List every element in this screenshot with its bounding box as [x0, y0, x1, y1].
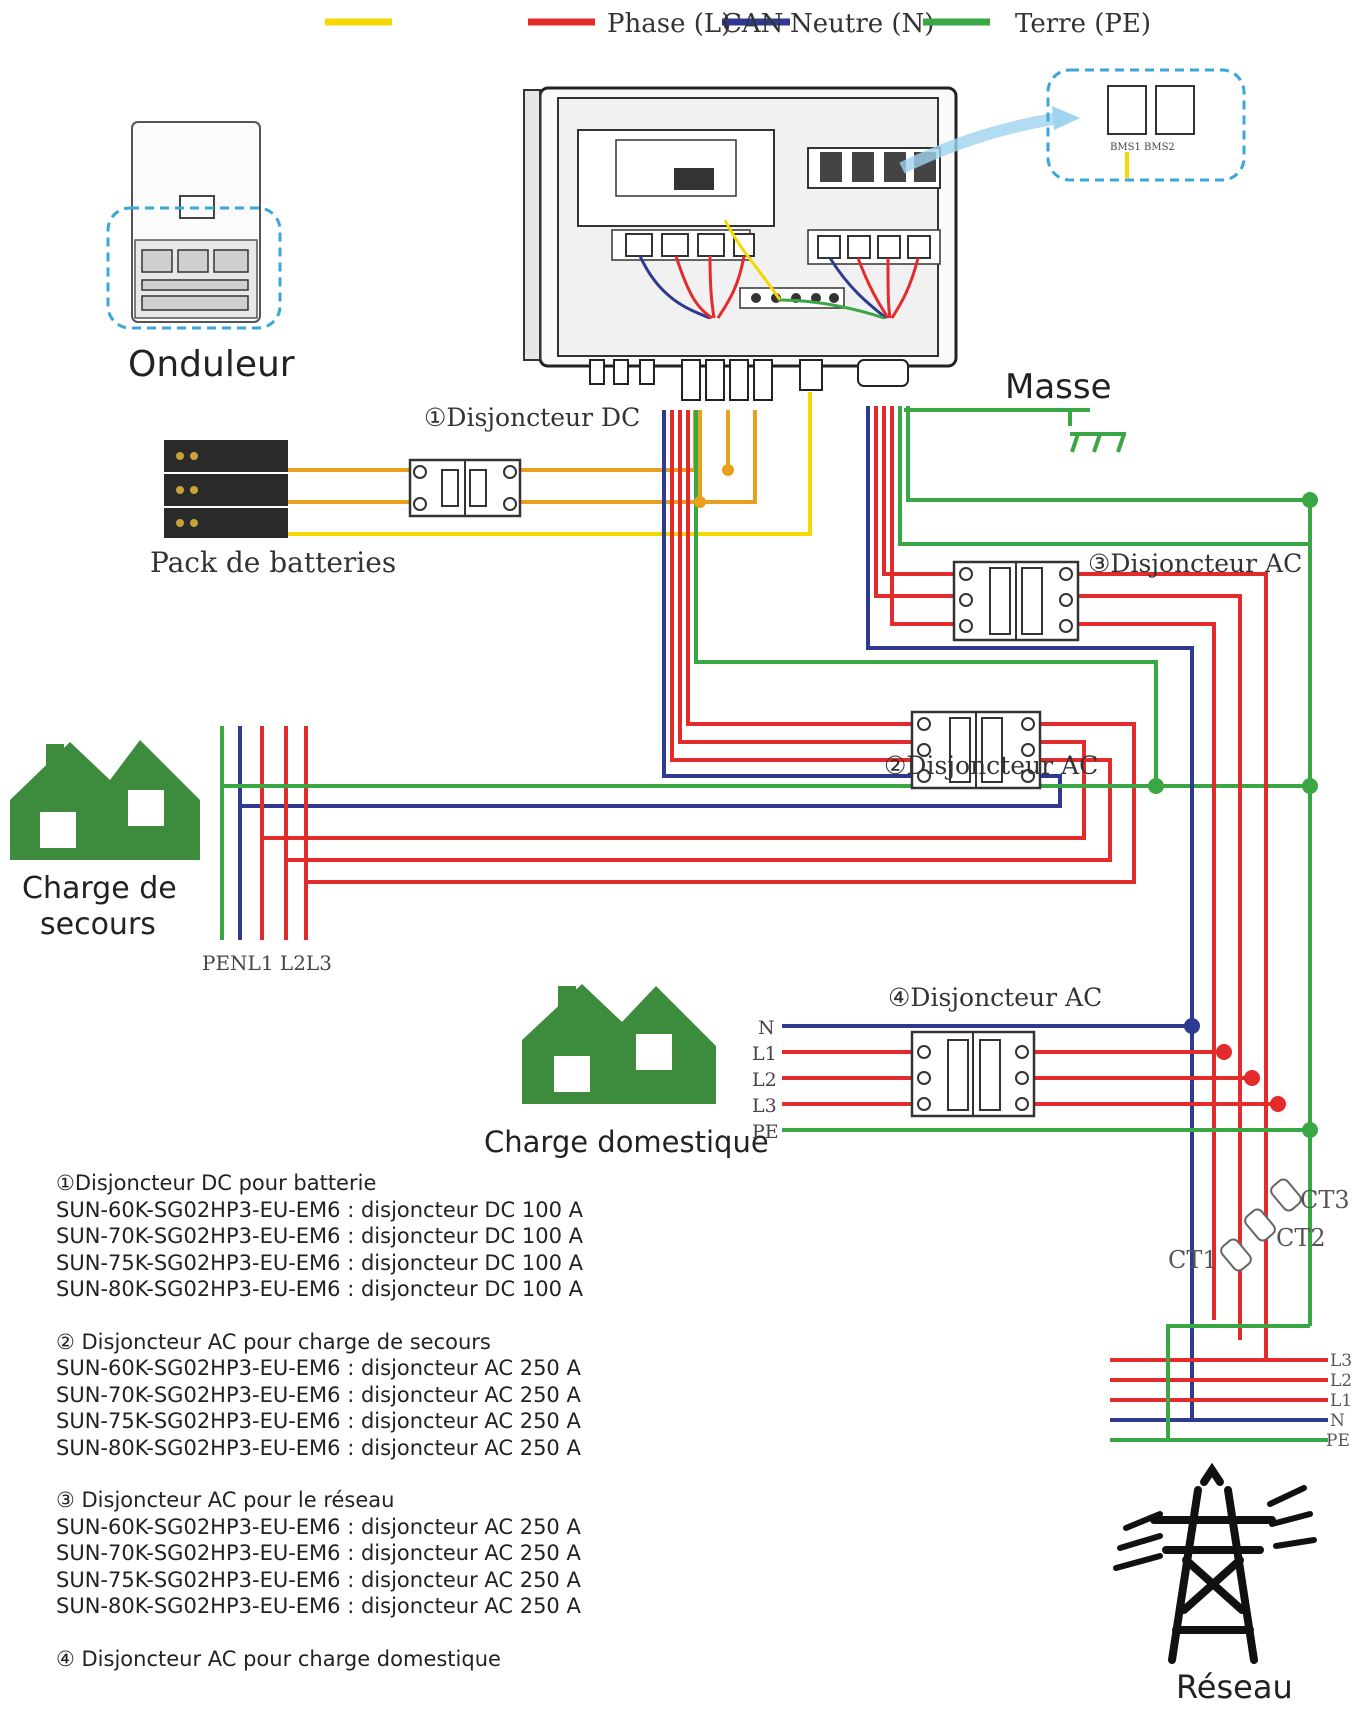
home-terminal-n: N [758, 1017, 775, 1039]
grid-terminal-pe: PE [1326, 1431, 1350, 1451]
ct1-label: CT1 [1168, 1246, 1218, 1274]
bms-ports: BMS1 BMS2 [899, 68, 1246, 182]
legend: Phase (L) CAN Neutre (N) Terre (PE) [325, 9, 1151, 39]
inverter-thumbnail: Onduleur [106, 121, 295, 385]
legend-label-can: CAN [722, 9, 783, 39]
note-line: SUN-70K-SG02HP3-EU-EM6 : disjoncteur AC … [56, 1541, 581, 1565]
ground: Masse [904, 367, 1126, 453]
breaker-ac-home: ④Disjoncteur AC [888, 983, 1102, 1118]
home-load-label: Charge domestique [484, 1125, 769, 1159]
breaker-ac-grid: ③Disjoncteur AC [952, 549, 1302, 642]
breaker-2-label: ②Disjoncteur AC [884, 751, 1098, 780]
home-terminal-l1: L1 [752, 1043, 777, 1065]
backup-load: Charge de secours PENL1 L2L3 [10, 740, 332, 975]
inverter-label: Onduleur [128, 344, 295, 385]
grid-terminal-l3: L3 [1330, 1351, 1352, 1371]
breaker-4-label: ④Disjoncteur AC [888, 983, 1102, 1012]
note-line: SUN-70K-SG02HP3-EU-EM6 : disjoncteur AC … [56, 1382, 581, 1407]
note-line: SUN-60K-SG02HP3-EU-EM6 : disjoncteur DC … [56, 1197, 584, 1222]
breaker-dc: ①Disjoncteur DC [408, 403, 640, 518]
house-icon [10, 740, 200, 860]
home-terminal-l3: L3 [752, 1095, 777, 1117]
note-title: ①Disjoncteur DC pour batterie [56, 1171, 377, 1195]
legend-label-phase: Phase (L) [607, 9, 731, 39]
breaker-3-label: ③Disjoncteur AC [1088, 549, 1302, 578]
note-line: SUN-75K-SG02HP3-EU-EM6 : disjoncteur DC … [56, 1250, 584, 1275]
backup-load-label-1: Charge de [22, 871, 177, 906]
ct-icon [1220, 1238, 1252, 1272]
home-terminal-l2: L2 [752, 1069, 777, 1091]
note-line: SUN-75K-SG02HP3-EU-EM6 : disjoncteur AC … [56, 1409, 581, 1433]
breaker-ac-backup: ②Disjoncteur AC [884, 710, 1098, 790]
grid-terminal-l2: L2 [1330, 1371, 1352, 1391]
note-line: SUN-80K-SG02HP3-EU-EM6 : disjoncteur AC … [56, 1435, 581, 1460]
legend-label-earth: Terre (PE) [1015, 9, 1151, 39]
inverter-main [523, 86, 958, 401]
grid-terminal-n: N [1330, 1411, 1345, 1431]
note-line: SUN-60K-SG02HP3-EU-EM6 : disjoncteur AC … [56, 1514, 581, 1539]
backup-load-label-2: secours [40, 907, 156, 942]
note-title: ③ Disjoncteur AC pour le réseau [56, 1488, 395, 1512]
home-terminal-pe: PE [752, 1121, 779, 1143]
note-line: SUN-80K-SG02HP3-EU-EM6 : disjoncteur DC … [56, 1277, 584, 1301]
bms-label: BMS1 BMS2 [1110, 142, 1175, 153]
legend-label-neutral: Neutre (N) [790, 9, 934, 39]
grid-label: Réseau [1176, 1668, 1293, 1706]
ground-icon [904, 408, 1126, 453]
note-line: SUN-80K-SG02HP3-EU-EM6 : disjoncteur AC … [56, 1594, 581, 1618]
note-line: SUN-75K-SG02HP3-EU-EM6 : disjoncteur AC … [56, 1567, 581, 1592]
rj45-port-icon [1155, 85, 1195, 135]
rj45-port-icon [1107, 85, 1147, 135]
grid-terminals: L3 L2 L1 N PE [1326, 1351, 1352, 1451]
note-title: ④ Disjoncteur AC pour charge domestique [56, 1646, 501, 1671]
ct2-label: CT2 [1276, 1224, 1326, 1252]
note-line: SUN-70K-SG02HP3-EU-EM6 : disjoncteur DC … [56, 1224, 584, 1248]
ct3-label: CT3 [1300, 1186, 1350, 1214]
wires [220, 392, 1328, 1442]
grid-pylon: Réseau [1113, 1462, 1317, 1706]
ground-label: Masse [1005, 367, 1112, 407]
backup-terminals-label: PENL1 L2L3 [202, 951, 332, 975]
home-load: Charge domestique N L1 L2 L3 PE [484, 984, 779, 1159]
note-block: ④ Disjoncteur AC pour charge domestique [56, 1646, 676, 1673]
battery-label: Pack de batteries [150, 546, 396, 579]
junction-dots [694, 464, 1318, 1138]
note-line: SUN-60K-SG02HP3-EU-EM6 : disjoncteur AC … [56, 1356, 581, 1380]
house-icon [522, 984, 716, 1104]
ct-icon [1244, 1208, 1276, 1242]
breaker-1-label: ①Disjoncteur DC [424, 403, 640, 432]
grid-terminal-l1: L1 [1330, 1391, 1352, 1411]
ct-icon [1270, 1178, 1302, 1212]
battery-pack: Pack de batteries [150, 440, 396, 579]
current-transformers: CT1 CT2 CT3 [1168, 1178, 1350, 1274]
note-title: ② Disjoncteur AC pour charge de secours [56, 1329, 491, 1354]
pylon-icon [1150, 1462, 1276, 1664]
